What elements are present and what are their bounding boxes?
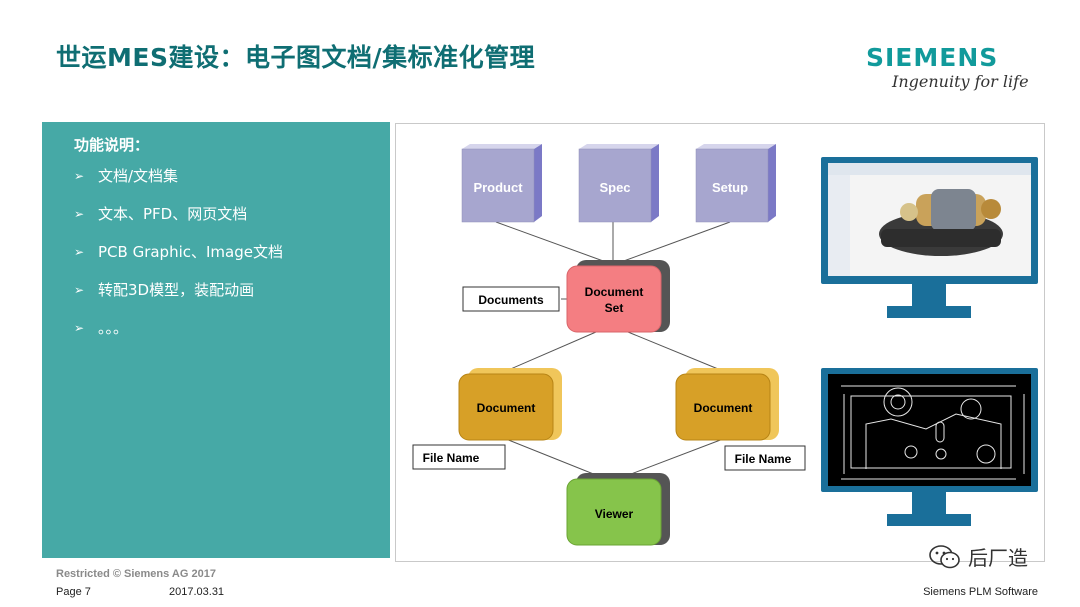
feature-panel: 功能说明： ➢ 文档/文档集 ➢ 文本、PFD、网页文档 ➢ PCB Graphic、… bbox=[42, 122, 390, 558]
panel-heading: 功能说明： bbox=[74, 136, 150, 154]
connector-line bbox=[505, 331, 597, 372]
list-item: ➢ 文档/文档集 bbox=[74, 166, 283, 204]
list-item-label: 文档/文档集 bbox=[98, 167, 179, 185]
connector-line bbox=[617, 438, 724, 480]
setup-node-label: Setup bbox=[712, 180, 748, 195]
document-left-label: Document bbox=[477, 401, 536, 415]
filename-left-label: File Name bbox=[423, 451, 480, 465]
connector-line bbox=[495, 221, 607, 263]
filename-right-label: File Name bbox=[735, 452, 792, 466]
connector-line bbox=[505, 438, 607, 480]
document-set-label-line2: Set bbox=[605, 301, 624, 315]
connector-line bbox=[620, 221, 731, 263]
product-node: Product bbox=[461, 144, 542, 223]
document-set-label-line1: Document bbox=[585, 285, 644, 299]
spec-node-label: Spec bbox=[599, 180, 630, 195]
document-right-label: Document bbox=[694, 401, 753, 415]
spec-node: Spec bbox=[578, 144, 659, 223]
arrow-bullet-icon: ➢ bbox=[74, 321, 85, 335]
list-item: ➢ PCB Graphic、Image文档 bbox=[74, 242, 283, 280]
cad-drawing-lines bbox=[841, 385, 1025, 480]
list-item-label: 文本、PFD、网页文档 bbox=[98, 205, 248, 223]
diagram-frame: Product Spec Setup Documents Document Se… bbox=[395, 123, 1045, 562]
arrow-bullet-icon: ➢ bbox=[74, 169, 85, 183]
filename-left-box bbox=[412, 444, 506, 470]
connector-lines bbox=[495, 221, 731, 480]
watermark: 后厂造 bbox=[928, 542, 1028, 571]
viewer-node: Viewer bbox=[566, 473, 670, 546]
document-structure-diagram: Product Spec Setup Documents Document Se… bbox=[412, 144, 1038, 546]
setup-node: Setup bbox=[695, 144, 776, 223]
footer-software: Siemens PLM Software bbox=[923, 586, 1038, 598]
list-item: ➢ 文本、PFD、网页文档 bbox=[74, 204, 283, 242]
list-item-label: PCB Graphic、Image文档 bbox=[98, 243, 283, 261]
monitor-cad-drawing bbox=[821, 368, 1038, 526]
document-node-left: Document bbox=[458, 368, 562, 441]
footer-date: 2017.03.31 bbox=[169, 586, 225, 598]
feature-list: ➢ 文档/文档集 ➢ 文本、PFD、网页文档 ➢ PCB Graphic、Image文… bbox=[74, 166, 283, 356]
siemens-logo: SIEMENS Ingenuity for life bbox=[866, 44, 1036, 92]
filename-right-box bbox=[724, 445, 806, 471]
list-item: ➢ 转配3D模型，装配动画 bbox=[74, 280, 283, 318]
monitor-3d-model bbox=[821, 157, 1038, 318]
documents-label: Documents bbox=[478, 293, 544, 307]
list-item: ➢ 。。。 bbox=[74, 318, 283, 356]
arrow-bullet-icon: ➢ bbox=[74, 207, 85, 221]
list-item-label: 转配3D模型，装配动画 bbox=[98, 281, 255, 299]
documents-label-box bbox=[462, 286, 560, 312]
arrow-bullet-icon: ➢ bbox=[74, 283, 85, 297]
watermark-text: 后厂造 bbox=[968, 546, 1028, 570]
logo-brand: SIEMENS bbox=[866, 43, 999, 72]
product-node-label: Product bbox=[473, 180, 523, 195]
list-item-label: 。。。 bbox=[98, 319, 129, 337]
footer-restricted: Restricted © Siemens AG 2017 bbox=[56, 568, 216, 580]
wechat-icon bbox=[929, 544, 960, 568]
arrow-bullet-icon: ➢ bbox=[74, 245, 85, 259]
footer-page-number: Page 7 bbox=[56, 586, 91, 598]
3d-part-image bbox=[879, 189, 1003, 256]
document-node-right: Document bbox=[675, 368, 779, 441]
connector-line bbox=[627, 331, 724, 372]
document-set-node: Document Set bbox=[566, 260, 670, 333]
page-title: 世运MES建设：电子图文档/集标准化管理 bbox=[56, 43, 536, 72]
viewer-label: Viewer bbox=[595, 507, 634, 521]
logo-slogan: Ingenuity for life bbox=[892, 72, 1029, 91]
